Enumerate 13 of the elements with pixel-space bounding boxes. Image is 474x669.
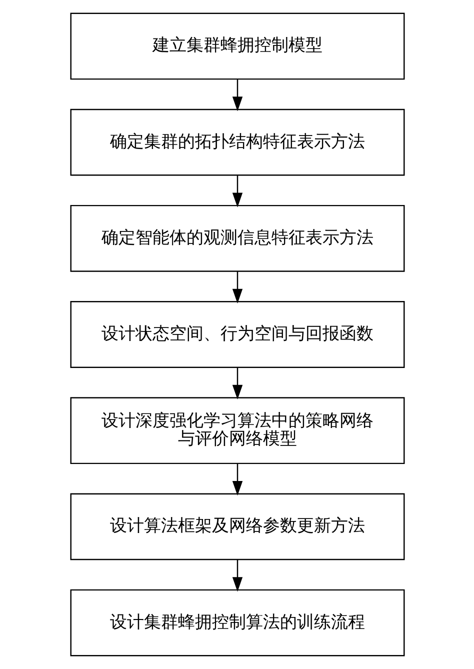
node-box: 确定集群的拓扑结构特征表示方法 xyxy=(70,108,404,176)
node-box: 设计深度强化学习算法中的策略网络与评价网络模型 xyxy=(70,397,404,464)
arrow xyxy=(232,175,242,208)
node-box: 确定智能体的观测信息特征表示方法 xyxy=(70,204,404,272)
node-box: 建立集群蜂拥控制模型 xyxy=(70,12,404,80)
arrow xyxy=(232,271,242,304)
node-box: 设计集群蜂拥控制算法的训练流程 xyxy=(70,589,404,656)
node-box: 设计算法框架及网络参数更新方法 xyxy=(70,493,404,560)
arrow xyxy=(232,367,242,400)
arrow xyxy=(232,560,242,592)
arrow xyxy=(232,464,242,496)
arrow xyxy=(232,79,242,112)
node-box: 设计状态空间、行为空间与回报函数 xyxy=(70,301,404,368)
